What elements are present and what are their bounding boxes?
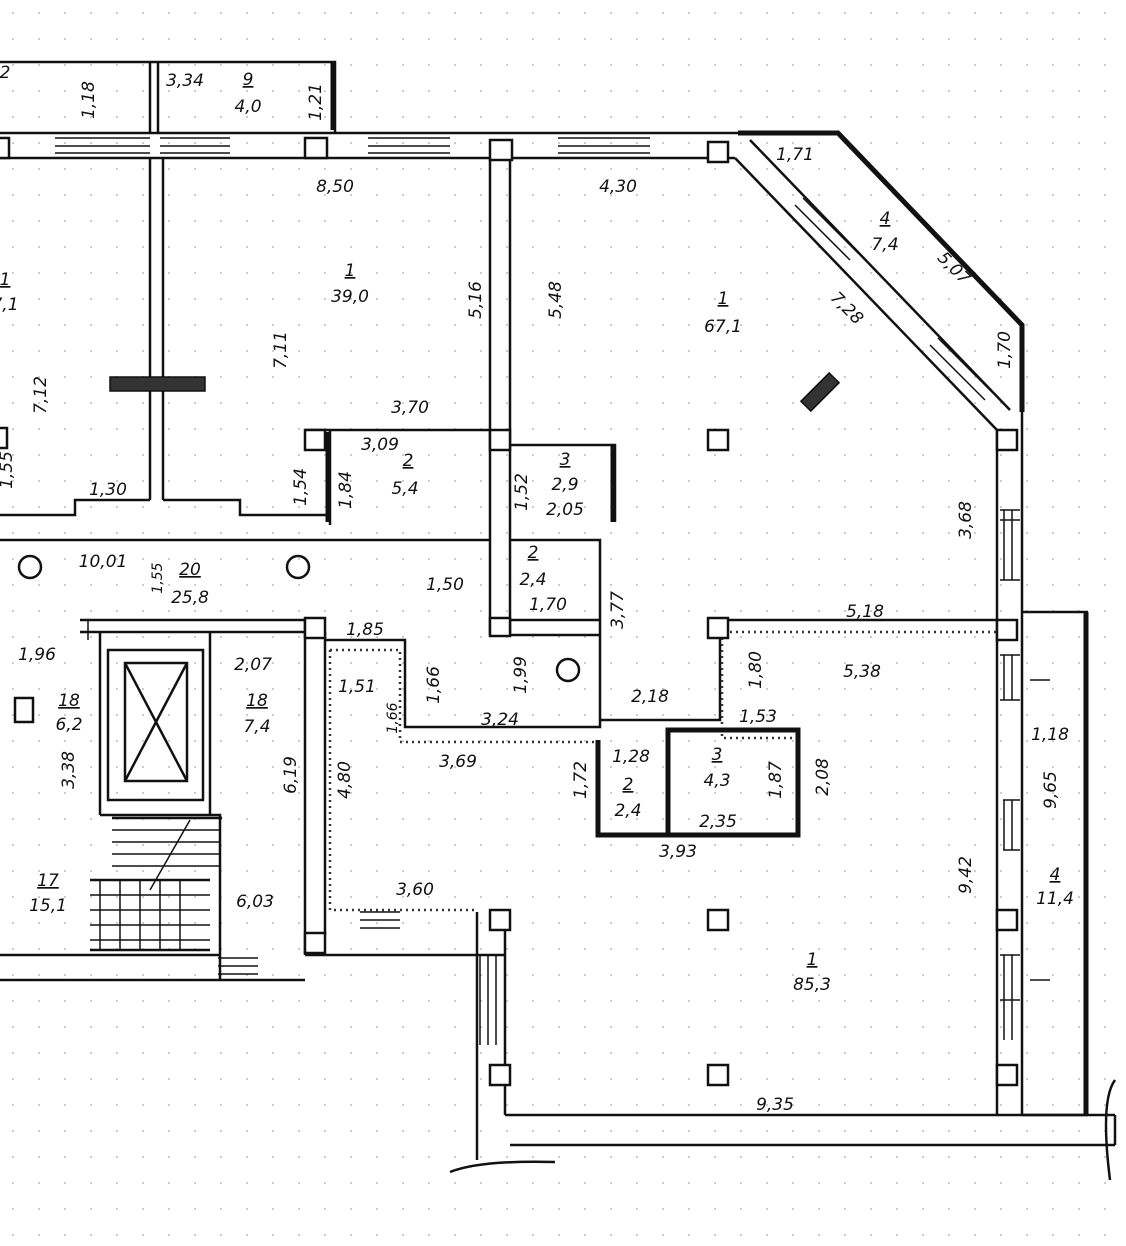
dimension: 1,52: [512, 473, 532, 511]
room-number: 2: [528, 543, 539, 563]
room-number: 20: [179, 560, 201, 580]
dimension: 1,18: [1031, 725, 1069, 745]
dimension: 2,07: [234, 655, 272, 675]
room-area: 85,3: [793, 975, 831, 995]
room-area: 2,4: [614, 801, 641, 821]
dimension: 2,35: [699, 812, 737, 832]
ventilation-icon: [285, 554, 311, 580]
dimension-labels: 3,34 1,18 1,21 8,50 4,30 1,71 5,07 7,28 …: [0, 71, 1069, 1115]
room-area: 6,2: [55, 715, 82, 735]
room-number: 17: [37, 871, 59, 891]
dimension: 1,30: [89, 480, 127, 500]
room-area: 7,1: [0, 295, 19, 315]
dimension: 2,18: [631, 687, 669, 707]
room-number: 1: [807, 950, 818, 970]
room-labels: 2 9 4,0 1 7,1 1 39,0 4 7,4 1 67,1 2 5,4 …: [0, 63, 1074, 995]
dimension: 5,38: [843, 662, 881, 682]
room-area: 25,8: [171, 588, 209, 608]
dimension: 1,50: [426, 575, 464, 595]
dimension: 3,24: [481, 710, 519, 730]
dimension: 10,01: [79, 552, 128, 572]
dimension: 7,11: [271, 331, 291, 369]
dimension: 1,70: [529, 595, 567, 615]
columns: [0, 136, 1019, 1087]
dimension: 1,87: [766, 761, 786, 799]
dimension: 1,28: [612, 747, 650, 767]
dimension: 5,18: [846, 602, 884, 622]
dimension: 4,80: [335, 761, 355, 799]
dimension: 3,70: [391, 398, 429, 418]
dimension: 1,71: [776, 145, 814, 165]
room-number: 1: [718, 289, 729, 309]
room-area: 11,4: [1036, 889, 1074, 909]
dimension: 1,72: [571, 761, 591, 799]
room-area: 2,4: [519, 570, 546, 590]
dimension: 1,53: [739, 707, 777, 727]
windows: [55, 137, 1050, 1045]
room-number: 18: [58, 691, 80, 711]
dimension: 8,50: [316, 177, 354, 197]
room-number: 1: [345, 261, 356, 281]
room-number: 2: [403, 451, 414, 471]
dimension: 7,12: [31, 376, 51, 414]
room-area: 39,0: [331, 287, 369, 307]
dimension: 9,65: [1041, 771, 1061, 809]
ventilation-icon: [555, 657, 581, 683]
room-area: 15,1: [29, 896, 67, 916]
dimension: 1,66: [385, 702, 401, 733]
walls: [0, 60, 1117, 1181]
room-area: 7,4: [243, 717, 270, 737]
dimension: 3,38: [59, 751, 79, 789]
dimension: 1,51: [338, 677, 376, 697]
room-number: 3: [560, 450, 571, 470]
dimension: 3,69: [439, 752, 477, 772]
room-area: 4,3: [703, 771, 730, 791]
dimension: 5,16: [466, 281, 486, 319]
room-number: 18: [246, 691, 268, 711]
dimension: 3,09: [361, 435, 399, 455]
dimension: 2,08: [813, 758, 833, 796]
dimension: 6,19: [281, 756, 301, 794]
dimension: 3,60: [396, 880, 434, 900]
dimension: 1,21: [306, 83, 326, 121]
room-area: 2,9: [551, 475, 578, 495]
dimension: 5,48: [546, 281, 566, 319]
dimension: 4,30: [599, 177, 637, 197]
dimension: 5,07: [933, 248, 974, 289]
room-area: 5,4: [391, 479, 418, 499]
dimension: 3,34: [166, 71, 204, 91]
dimension: 1,66: [424, 666, 444, 704]
dimension: 1,55: [0, 451, 17, 489]
dimension: 9,42: [956, 856, 976, 894]
dimension: 1,84: [336, 471, 356, 509]
room-area: 7,4: [871, 235, 898, 255]
dimension: 1,99: [511, 656, 531, 694]
room-number: 4: [880, 209, 891, 229]
dimension: 1,85: [346, 620, 384, 640]
dimension: 3,93: [659, 842, 697, 862]
room-number: 2: [623, 775, 634, 795]
dimension: 1,54: [291, 468, 311, 506]
dimension: 7,28: [826, 288, 867, 329]
dimension: 3,77: [608, 591, 628, 629]
dimension: 1,96: [18, 645, 56, 665]
dimension: 3,68: [956, 501, 976, 539]
dimension: 1,55: [150, 562, 166, 593]
dimension: 1,18: [79, 81, 99, 119]
room-number: 3: [712, 745, 723, 765]
room-number: 2: [0, 63, 10, 83]
dimension: 1,70: [995, 331, 1015, 369]
dimension: 9,35: [756, 1095, 794, 1115]
room-number: 9: [243, 70, 254, 90]
dimension: 6,03: [236, 892, 274, 912]
room-area: 4,0: [234, 97, 261, 117]
ventilation-icon: [17, 554, 43, 580]
dimension: 1,80: [746, 651, 766, 689]
room-area: 67,1: [704, 317, 742, 337]
room-number: 4: [1050, 865, 1061, 885]
dimension: 2,05: [546, 500, 584, 520]
room-number: 1: [0, 270, 10, 290]
ventilation-markers: [17, 554, 581, 683]
